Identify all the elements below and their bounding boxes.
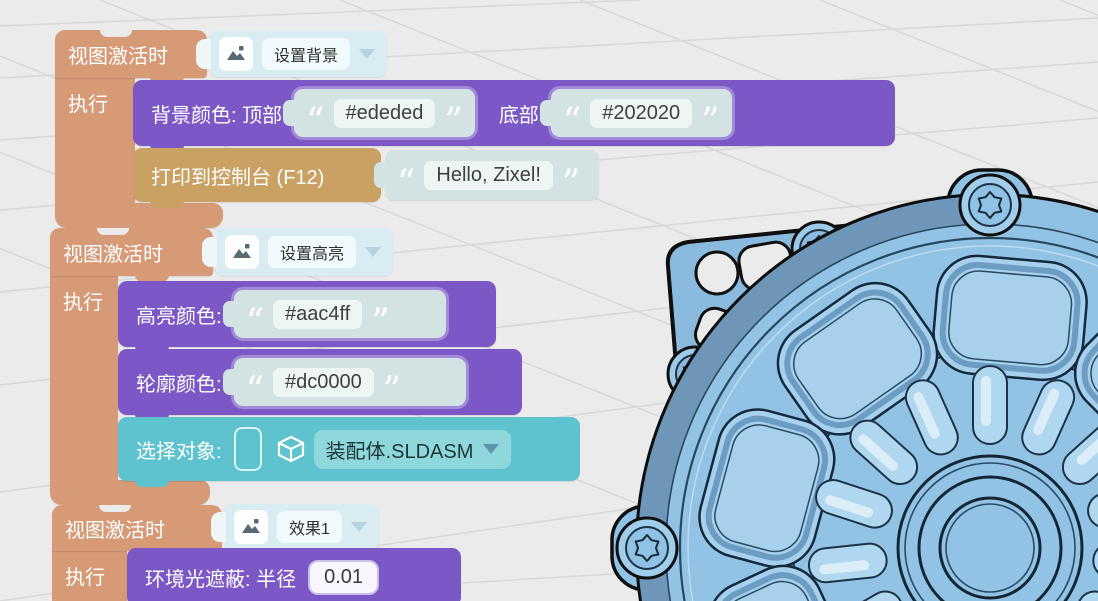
highlight-label: 高亮颜色: xyxy=(136,305,222,328)
wheel-body[interactable] xyxy=(615,173,1098,601)
rim-pockets xyxy=(698,254,1098,601)
event-block-3[interactable]: 视图激活时 xyxy=(52,505,222,557)
notch-dip xyxy=(99,505,131,512)
ao-radius-label: 环境光遮蔽: 半径 xyxy=(145,568,297,591)
hat-label: 视图激活时 xyxy=(68,45,168,68)
connector-tab xyxy=(211,512,226,542)
outline-color-field[interactable]: #dc0000 xyxy=(272,367,374,397)
notch-dip xyxy=(97,228,129,235)
notch-bump xyxy=(150,201,184,208)
event-name-field[interactable]: 效果1 xyxy=(277,511,342,543)
bg-color-label: 背景颜色: 顶部 xyxy=(151,104,283,127)
connector-tab xyxy=(539,100,552,126)
exec-label: 执行 xyxy=(68,94,108,116)
top-color-socket[interactable]: “ #ededed ” xyxy=(283,89,475,140)
event-block-2-spine[interactable]: 执行 xyxy=(50,274,118,482)
radius-field[interactable]: 0.01 xyxy=(308,559,380,595)
empty-socket[interactable] xyxy=(233,427,262,471)
connector-tab xyxy=(283,100,296,126)
bottom-label: 底部 xyxy=(498,104,539,127)
top-color-field[interactable]: #ededed xyxy=(333,98,436,128)
connector-tab xyxy=(222,301,235,327)
hat-label: 视图激活时 xyxy=(65,519,165,542)
select-object-label: 选择对象: xyxy=(136,440,222,463)
event-block-1-spine[interactable]: 执行 xyxy=(55,76,135,206)
connector-tab xyxy=(374,162,386,188)
hub-rings xyxy=(896,454,1084,601)
event-name-field[interactable]: 设置高亮 xyxy=(268,236,357,268)
event-block-2-foot[interactable] xyxy=(50,480,210,505)
connector-tab xyxy=(222,369,235,395)
bottom-color-field[interactable]: #202020 xyxy=(590,98,693,128)
event-block-3-spine[interactable]: 执行 xyxy=(52,549,127,601)
chevron-down-icon xyxy=(359,49,376,59)
notch-dip xyxy=(100,30,132,37)
text-value-block[interactable]: “ Hello, Zixel! ” xyxy=(374,150,599,202)
chevron-down-icon xyxy=(483,444,500,454)
highlight-color-field[interactable]: #aac4ff xyxy=(272,299,363,329)
torx-screw xyxy=(615,516,679,580)
connector-tab xyxy=(202,237,217,267)
notch-bump xyxy=(135,275,169,282)
event-dropdown-1[interactable]: 设置背景 xyxy=(196,31,388,77)
object-dropdown[interactable]: 装配体.SLDASM xyxy=(313,429,512,469)
event-block-2[interactable]: 视图激活时 xyxy=(50,228,213,282)
outline-color-block[interactable]: 轮廓颜色: “ #dc0000 ” xyxy=(118,349,522,421)
select-object-block[interactable]: 选择对象: 装配体.SLDASM xyxy=(118,417,580,487)
object-name: 装配体.SLDASM xyxy=(325,440,474,463)
highlight-color-block[interactable]: 高亮颜色: “ #aac4ff ” xyxy=(118,281,496,353)
set-background-block[interactable]: 背景颜色: 顶部 “ #ededed ” 底部 “ #202020 ” xyxy=(133,80,895,152)
connector-tab xyxy=(196,39,211,69)
chevron-down-icon xyxy=(350,522,367,532)
hat-label: 视图激活时 xyxy=(63,243,163,266)
event-block-1-foot[interactable] xyxy=(55,203,223,228)
event-block-1[interactable]: 视图激活时 xyxy=(55,30,207,84)
print-console-block[interactable]: 打印到控制台 (F12) xyxy=(133,148,381,208)
outline-label: 轮廓颜色: xyxy=(136,373,222,396)
cube-icon xyxy=(276,434,306,464)
image-icon xyxy=(234,510,268,544)
outline-color-socket[interactable]: “ #dc0000 ” xyxy=(222,358,466,409)
event-dropdown-3[interactable]: 效果1 xyxy=(211,504,379,550)
exec-label: 执行 xyxy=(63,292,103,314)
ambient-occlusion-block[interactable]: 环境光遮蔽: 半径 0.01 xyxy=(127,548,461,601)
event-dropdown-2[interactable]: 设置高亮 xyxy=(202,228,394,276)
bottom-color-socket[interactable]: “ #202020 ” xyxy=(539,89,732,140)
image-icon xyxy=(219,37,253,71)
highlight-color-socket[interactable]: “ #aac4ff ” xyxy=(222,290,446,341)
assembly-model[interactable] xyxy=(610,168,1098,601)
exec-label: 执行 xyxy=(65,567,105,589)
notch-bump xyxy=(135,480,169,487)
image-icon xyxy=(225,235,259,269)
text-field[interactable]: Hello, Zixel! xyxy=(424,160,553,190)
fan-spokes xyxy=(807,365,1098,601)
chevron-down-icon xyxy=(365,247,382,257)
print-label: 打印到控制台 (F12) xyxy=(151,166,325,189)
event-name-field[interactable]: 设置背景 xyxy=(262,38,351,70)
torx-screw xyxy=(958,173,1022,237)
